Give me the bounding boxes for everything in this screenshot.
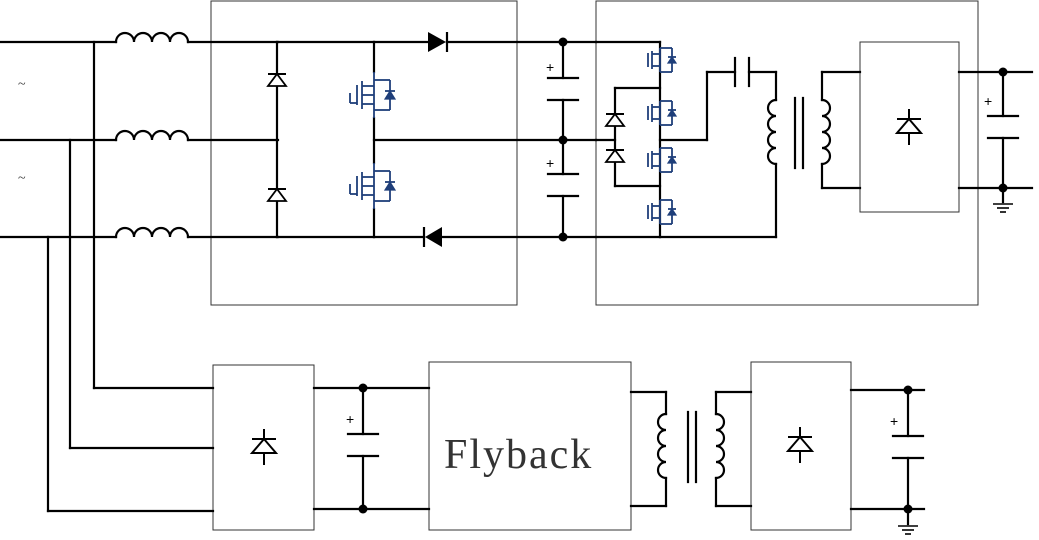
llc-stage [594,40,862,239]
input-inductor-3 [114,226,190,239]
cap-plus-1: + [546,59,554,75]
aux-ground-icon [897,525,919,535]
ground-icon [992,203,1014,213]
flyback-transformer [629,390,753,508]
cap-plus-4: + [346,411,354,427]
aux-taps [46,40,215,513]
phase-label-2: ~ [18,171,26,186]
aux-output [849,385,926,535]
phase-label-1: ~ [18,77,26,92]
input-lines [0,31,280,239]
pfc-stage-box [210,0,518,306]
input-inductor-2 [114,129,190,142]
aux-dc-bus [312,383,431,514]
flyback-box [428,361,632,531]
flyback-label: Flyback [444,432,593,478]
cap-plus-2: + [546,155,554,171]
cap-plus-5: + [890,413,898,429]
cap-plus-3: + [984,93,992,109]
output-stage [957,67,1034,213]
dc-link-capacitors [546,37,580,242]
input-inductor-1 [114,31,190,44]
